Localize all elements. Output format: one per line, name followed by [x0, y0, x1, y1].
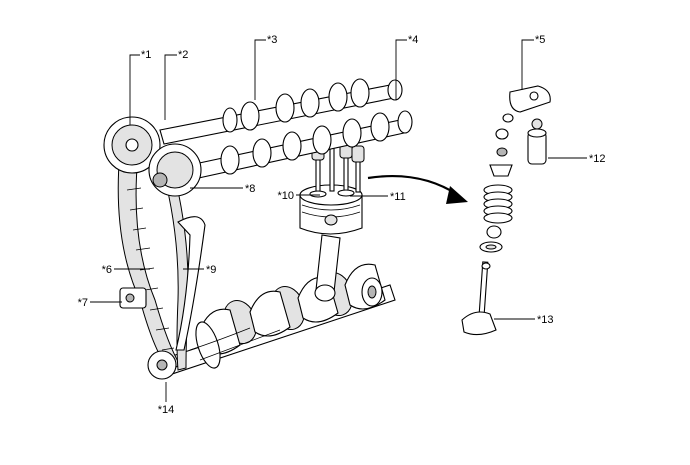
- callout-3: *3: [267, 34, 277, 46]
- callout-6: *6: [102, 264, 112, 276]
- valve-stem-seal: [486, 225, 502, 239]
- valve-lash-adjuster: [527, 118, 547, 165]
- callout-5: *5: [535, 34, 545, 46]
- callout-4: *4: [408, 34, 418, 46]
- exhaust-cam-sprocket: [148, 143, 202, 197]
- exploded-view-arrow: [367, 175, 468, 204]
- callout-1: *1: [141, 49, 151, 61]
- chain-tensioner-slipper: [175, 216, 206, 351]
- callout-11: *11: [390, 191, 406, 203]
- callout-8: *8: [245, 183, 255, 195]
- callout-12: *12: [589, 153, 606, 165]
- intake-cam-sprocket: [103, 116, 161, 174]
- camshaft-upper: [159, 78, 403, 145]
- callout-2: *2: [178, 49, 188, 61]
- callout-7: *7: [78, 297, 88, 309]
- callout-9: *9: [206, 264, 216, 276]
- chain-tensioner: [119, 287, 147, 309]
- valve-keepers-and-retainer: [489, 113, 514, 177]
- leader-lines: [90, 39, 587, 402]
- intake-valve: [461, 261, 497, 336]
- callout-labels: *1 *2 *3 *4 *5 *6 *7 *8 *9 *10 *11 *12 *…: [78, 34, 606, 416]
- callout-13: *13: [537, 314, 554, 326]
- crank-sprocket: [147, 350, 177, 380]
- valve-spring: [483, 184, 513, 224]
- callout-14: *14: [158, 404, 175, 416]
- callout-10: *10: [277, 190, 294, 202]
- valve-rocker-arm: [509, 85, 551, 113]
- spring-seat: [479, 241, 503, 253]
- crankshaft: [159, 263, 396, 377]
